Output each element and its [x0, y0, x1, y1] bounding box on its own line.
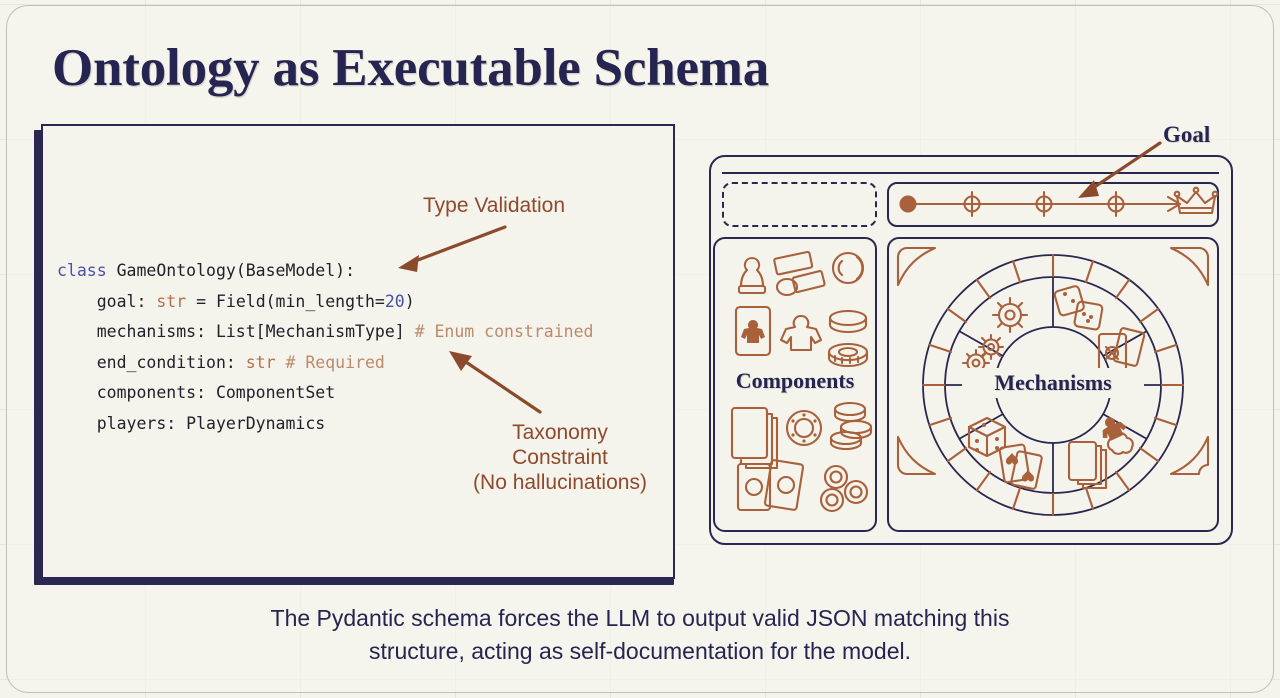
- code-line: components: ComponentSet: [57, 383, 336, 403]
- annotation-taxonomy-constraint: Taxonomy Constraint (No hallucinations): [440, 420, 680, 495]
- annotation-taxonomy-line2: Constraint: [512, 446, 608, 469]
- board-progress-track-frame: [887, 182, 1219, 227]
- code-line: players: PlayerDynamics: [57, 413, 326, 433]
- mechanisms-label: Mechanisms: [962, 368, 1144, 398]
- code-line: class GameOntology(BaseModel):: [57, 261, 356, 280]
- components-label: Components: [735, 368, 855, 393]
- caption-line-1: The Pydantic schema forces the LLM to ou…: [270, 605, 1010, 631]
- board-empty-slot: [722, 182, 877, 227]
- code-line: mechanisms: List[MechanismType] # Enum c…: [57, 322, 594, 342]
- annotation-taxonomy-line1: Taxonomy: [512, 421, 608, 444]
- caption: The Pydantic schema forces the LLM to ou…: [160, 602, 1120, 668]
- annotation-taxonomy-line3: (No hallucinations): [473, 471, 647, 494]
- board-top-rule: [722, 172, 1219, 174]
- page-title: Ontology as Executable Schema: [52, 39, 770, 97]
- annotation-type-validation: Type Validation: [423, 194, 566, 217]
- code-line: goal: str = Field(min_length=20): [57, 291, 415, 311]
- caption-line-2: structure, acting as self-documentation …: [368, 638, 912, 664]
- code-panel: class GameOntology(BaseModel): goal: str…: [41, 124, 675, 579]
- code-block: class GameOntology(BaseModel): goal: str…: [57, 256, 593, 440]
- code-line: end_condition: str # Required: [57, 352, 385, 372]
- annotation-goal: Goal: [1163, 122, 1211, 147]
